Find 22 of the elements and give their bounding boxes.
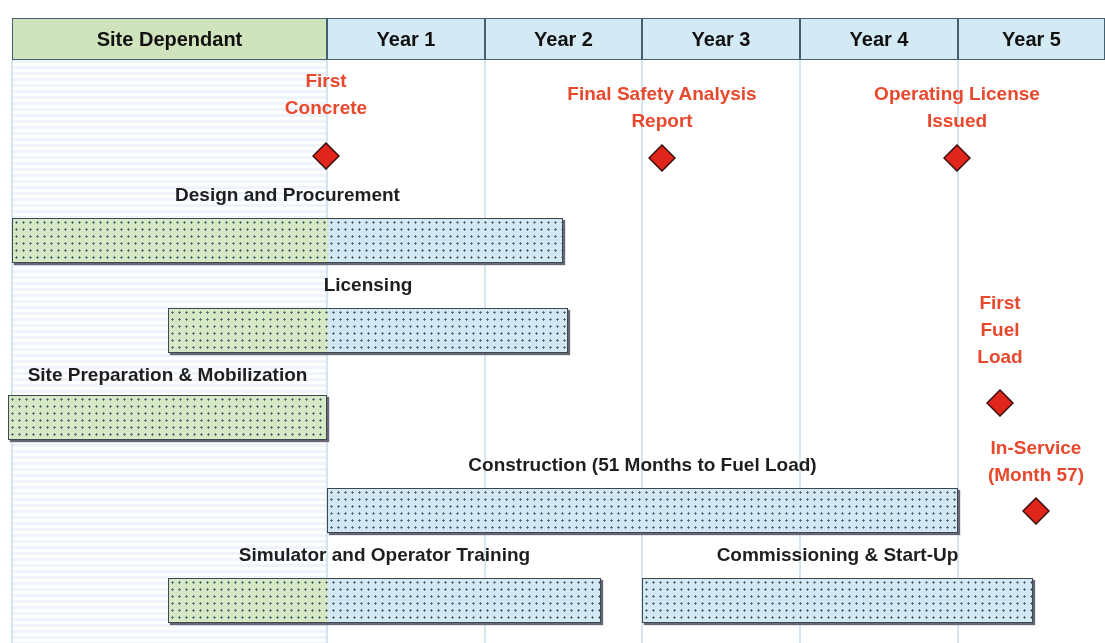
header-label: Year 3 xyxy=(691,27,751,51)
task-label: Design and Procurement xyxy=(174,183,401,207)
header-label: Year 1 xyxy=(376,27,436,51)
header-label: Year 5 xyxy=(1002,27,1061,51)
milestone-label: Final Safety Analysis Report xyxy=(566,82,758,133)
task-label: Simulator and Operator Training xyxy=(237,543,532,567)
task-label: Licensing xyxy=(322,273,414,297)
task-label: Commissioning & Start-Up xyxy=(715,543,960,567)
milestone-label: Operating License Issued xyxy=(873,82,1041,133)
task-label: Site Preparation & Mobilization xyxy=(26,363,309,387)
milestone-label: First Concrete xyxy=(283,69,369,120)
header-cell xyxy=(800,18,958,60)
header-label: Site Dependant xyxy=(96,27,243,51)
header-cell xyxy=(485,18,642,60)
header-cell xyxy=(958,18,1105,60)
milestone-label: First Fuel Load xyxy=(976,291,1024,369)
milestone-label: In-Service (Month 57) xyxy=(986,436,1085,487)
header-cell xyxy=(12,18,327,60)
header-cell xyxy=(642,18,800,60)
header-cell xyxy=(327,18,485,60)
header-label: Year 4 xyxy=(849,27,909,51)
header-label: Year 2 xyxy=(534,27,593,51)
